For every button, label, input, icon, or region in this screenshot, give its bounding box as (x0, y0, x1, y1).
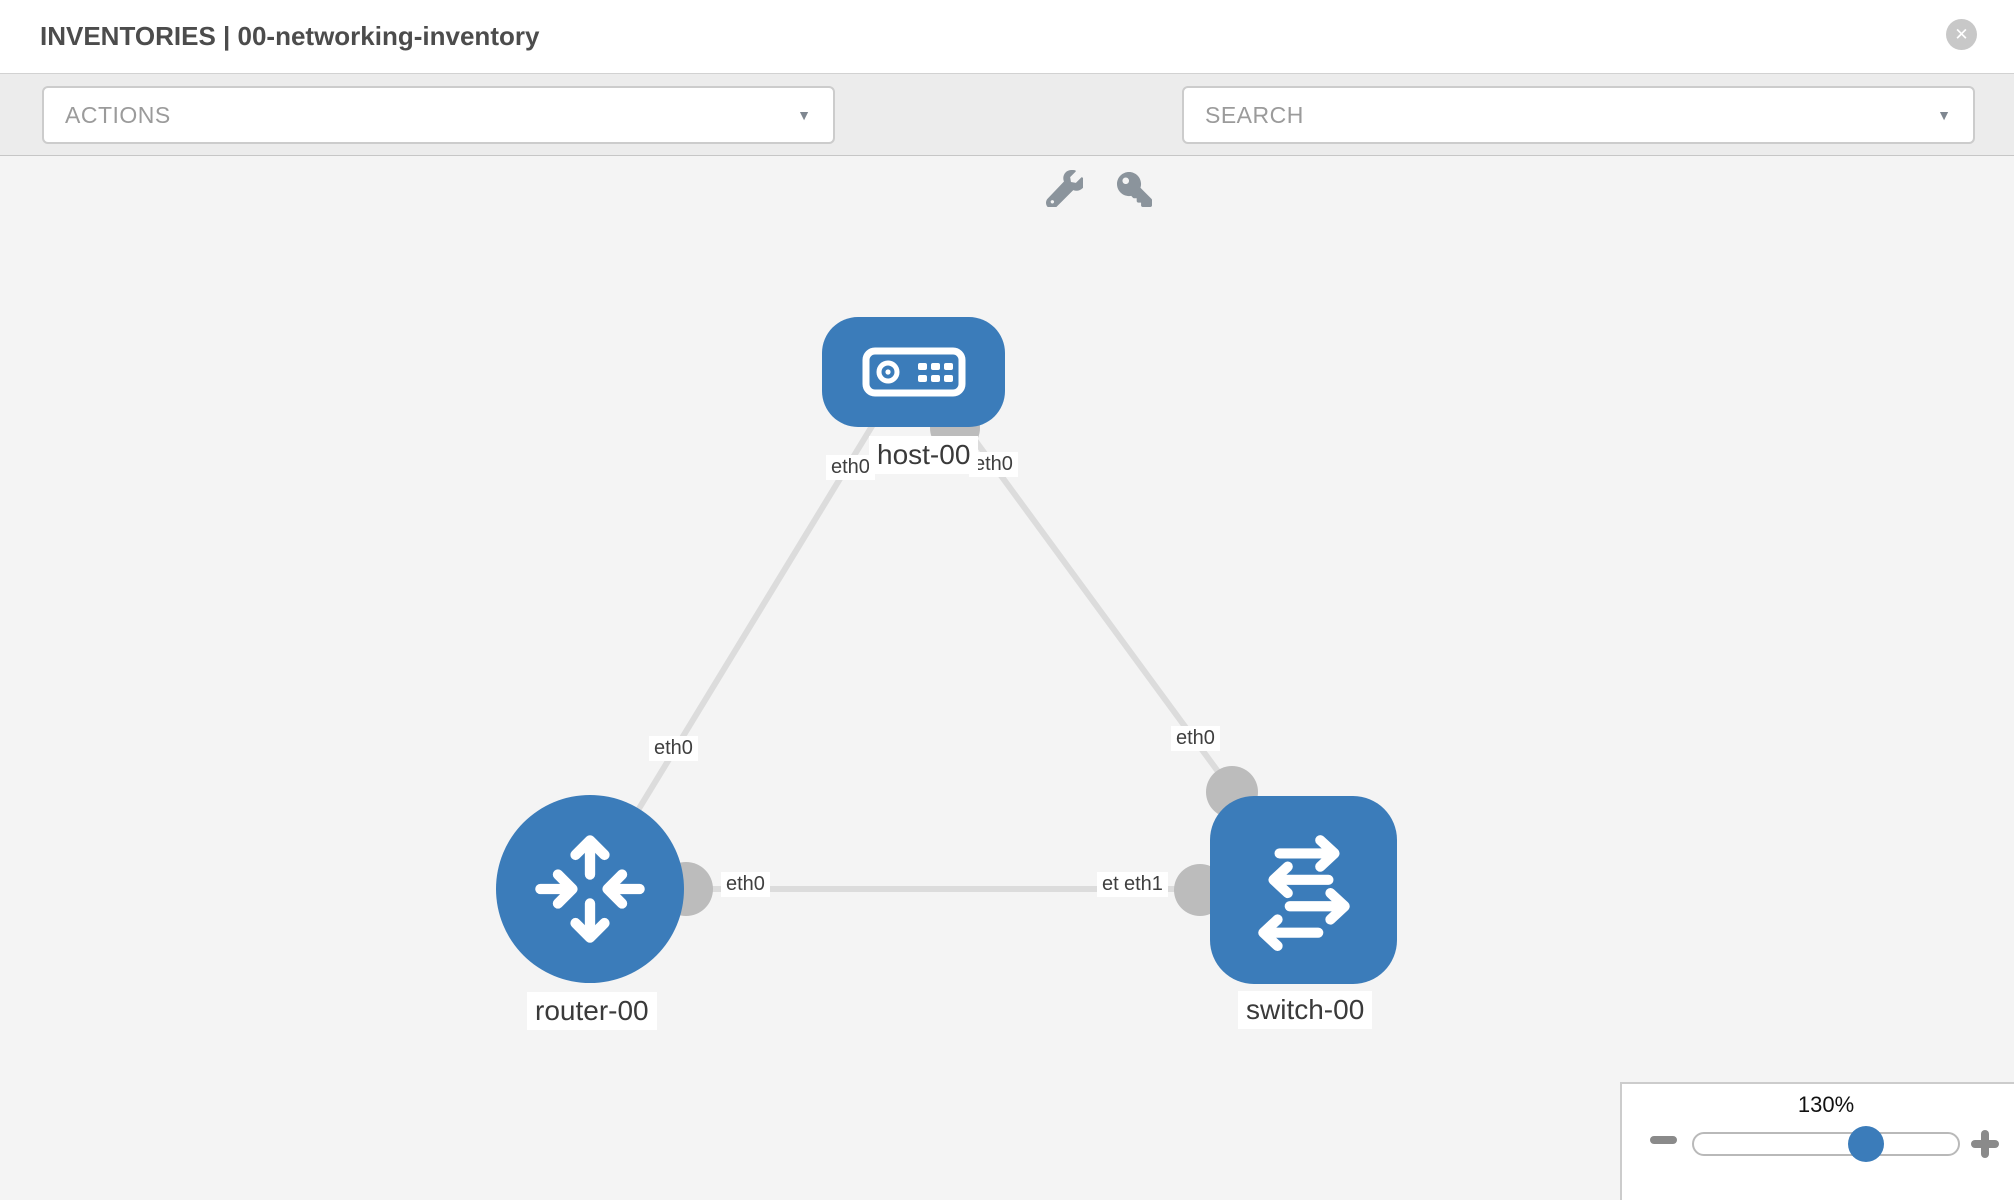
node-label-router: router-00 (527, 992, 657, 1030)
node-router-00[interactable] (496, 795, 684, 983)
zoom-control-panel: 130% (1620, 1082, 2014, 1200)
header: INVENTORIES | 00-networking-inventory ✕ (0, 0, 2014, 73)
page-title: INVENTORIES | 00-networking-inventory (40, 21, 540, 51)
node-host-00[interactable] (822, 317, 1005, 427)
plus-vertical-bar (1981, 1130, 1989, 1158)
zoom-out-minus-icon[interactable] (1650, 1136, 1677, 1144)
host-icon (862, 347, 965, 397)
zoom-slider-thumb[interactable] (1848, 1126, 1884, 1162)
zoom-level-value: 130% (1797, 1092, 1855, 1117)
wrench-icon[interactable] (1046, 170, 1083, 207)
interface-label-switch-to-host: eth0 (1171, 726, 1220, 751)
node-switch-00[interactable] (1210, 796, 1397, 984)
topology-canvas[interactable] (0, 157, 2014, 1200)
chevron-down-icon: ▼ (1937, 107, 1951, 123)
search-dropdown[interactable]: SEARCH ▼ (1182, 86, 1975, 144)
node-label-host: host-00 (869, 436, 979, 474)
actions-dropdown[interactable]: ACTIONS ▼ (42, 86, 835, 144)
interface-label-host-to-router: eth0 (826, 455, 875, 480)
key-icon[interactable] (1117, 172, 1152, 207)
interface-label-router-to-host: eth0 (649, 736, 698, 761)
search-dropdown-label: SEARCH (1205, 102, 1304, 128)
interface-label-switch-to-router: eth1 (1119, 872, 1168, 897)
node-label-switch: switch-00 (1238, 991, 1373, 1029)
interface-label-router-to-switch: eth0 (721, 872, 770, 897)
zoom-slider-track[interactable] (1692, 1132, 1960, 1156)
actions-dropdown-label: ACTIONS (65, 102, 171, 128)
toolbar: ACTIONS ▼ SEARCH ▼ (0, 73, 2014, 207)
router-icon (535, 835, 645, 943)
close-icon[interactable]: ✕ (1946, 19, 1977, 50)
chevron-down-icon: ▼ (797, 107, 811, 123)
zoom-in-plus-icon[interactable] (1971, 1130, 1999, 1158)
switch-icon (1257, 835, 1350, 951)
